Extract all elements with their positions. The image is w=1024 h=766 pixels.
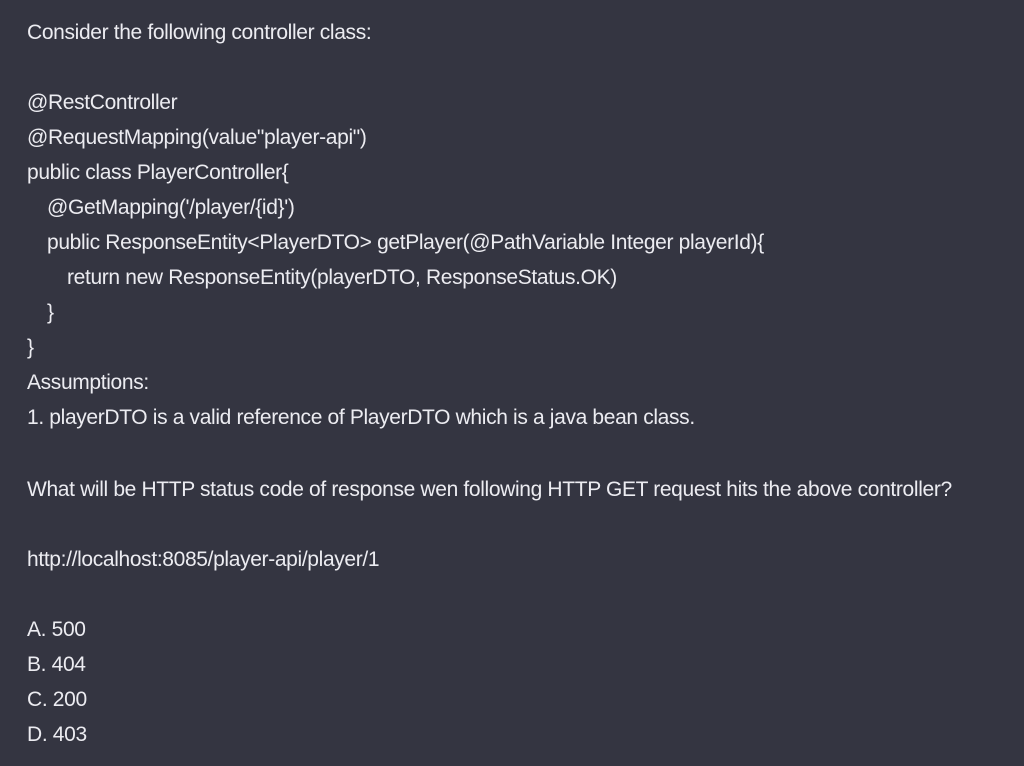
option-b: B. 404 bbox=[27, 653, 86, 676]
assumption-item: 1. playerDTO is a valid reference of Pla… bbox=[27, 406, 695, 429]
code-line-class-close-brace: } bbox=[27, 336, 34, 359]
code-line-annotation-restcontroller: @RestController bbox=[27, 91, 178, 114]
code-line-method-signature: public ResponseEntity<PlayerDTO> getPlay… bbox=[47, 231, 764, 254]
option-c: C. 200 bbox=[27, 688, 87, 711]
option-a: A. 500 bbox=[27, 618, 86, 641]
code-line-annotation-getmapping: @GetMapping('/player/{id}') bbox=[47, 196, 295, 219]
option-d: D. 403 bbox=[27, 723, 87, 746]
assumptions-heading: Assumptions: bbox=[27, 371, 149, 394]
intro-text: Consider the following controller class: bbox=[27, 21, 372, 44]
code-line-return-statement: return new ResponseEntity(playerDTO, Res… bbox=[67, 266, 617, 289]
request-url: http://localhost:8085/player-api/player/… bbox=[27, 548, 380, 571]
question-text: What will be HTTP status code of respons… bbox=[27, 478, 952, 501]
code-line-method-close-brace: } bbox=[47, 301, 54, 324]
code-line-class-declaration: public class PlayerController{ bbox=[27, 161, 289, 184]
code-line-annotation-requestmapping: @RequestMapping(value"player-api") bbox=[27, 126, 367, 149]
